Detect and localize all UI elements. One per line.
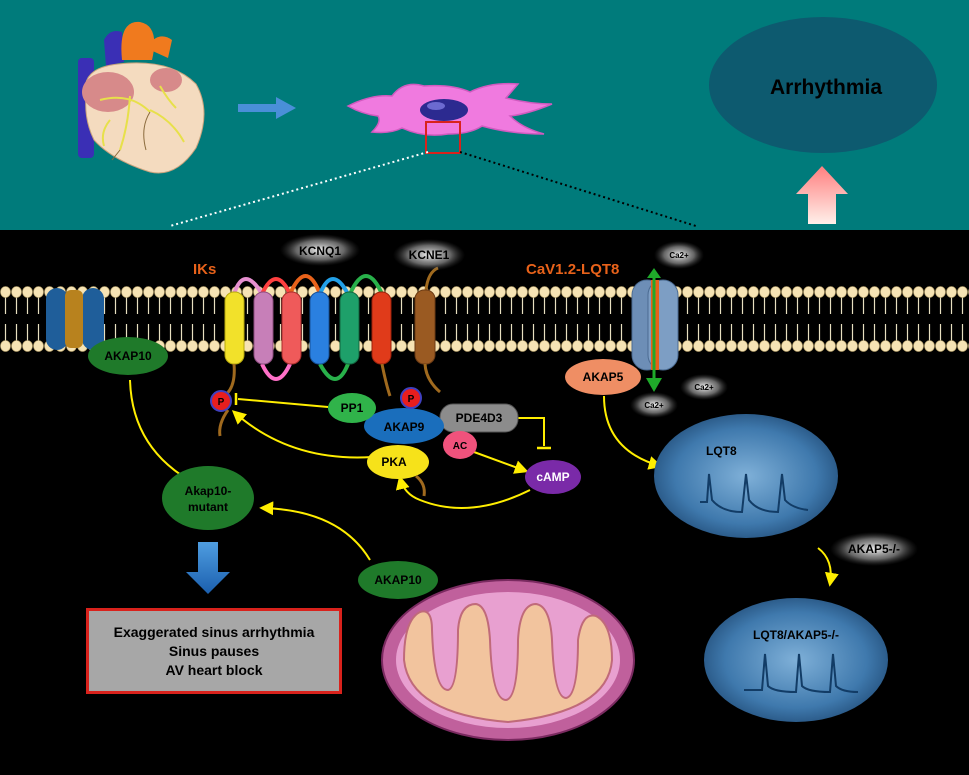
mitochondrion bbox=[381, 579, 635, 741]
outcome-av-block: AV heart block bbox=[165, 661, 263, 678]
iks-label: IKs bbox=[193, 261, 216, 278]
akap10-mitochondrial bbox=[358, 561, 438, 599]
phospho-site-iks bbox=[210, 390, 232, 412]
kcne1-label: KCNE1 bbox=[409, 248, 450, 262]
calcium-label-right: Ca2+ bbox=[694, 383, 714, 392]
progression-arrow bbox=[238, 97, 296, 119]
lqt8-knockout-label: LQT8/AKAP5-/- bbox=[753, 628, 839, 642]
label-glows bbox=[280, 234, 918, 566]
arrhythmia-ellipse bbox=[709, 17, 937, 153]
arrhythmia-label: Arrhythmia bbox=[770, 76, 882, 99]
camp-label: cAMP bbox=[536, 470, 569, 484]
outcome-sinus-pauses: Sinus pauses bbox=[168, 642, 260, 659]
phospho-site-kcne1 bbox=[400, 387, 422, 409]
clinical-outcomes-box: Exaggerated sinus arrhythmia Sinus pause… bbox=[86, 608, 342, 694]
outcome-sinus-arrhythmia: Exaggerated sinus arrhythmia bbox=[113, 623, 315, 640]
lqt8-trace bbox=[700, 473, 809, 514]
zoom-line-right bbox=[459, 151, 697, 227]
akap5-label: AKAP5 bbox=[583, 370, 624, 384]
cav-channel bbox=[631, 268, 679, 392]
akap10-mutant bbox=[162, 466, 254, 530]
cav-label: CaV1.2-LQT8 bbox=[526, 261, 619, 278]
membrane-channel-left bbox=[46, 288, 104, 350]
upward-arrow bbox=[796, 166, 848, 224]
akap9-label: AKAP9 bbox=[384, 420, 425, 434]
lqt8-ellipse bbox=[654, 414, 838, 538]
akap10-mutant-label-line2: mutant bbox=[188, 500, 228, 514]
akap10-membrane-label: AKAP10 bbox=[104, 349, 152, 363]
lqt8-label: LQT8 bbox=[706, 444, 737, 458]
lqt8-knockout-ellipse bbox=[704, 598, 888, 722]
camp-molecule bbox=[525, 460, 581, 494]
akap10-membrane bbox=[88, 337, 168, 375]
calcium-label-bottom: Ca2+ bbox=[644, 401, 664, 410]
phospho-label-iks: P bbox=[218, 397, 225, 408]
akap10-mutant-label-line1: Akap10- bbox=[185, 484, 232, 498]
pka-label: PKA bbox=[381, 455, 407, 469]
iks-channel bbox=[218, 274, 392, 437]
ac-label: AC bbox=[453, 441, 467, 452]
heart-icon bbox=[78, 21, 205, 174]
pp1-protein bbox=[328, 393, 376, 423]
cell-membrane bbox=[0, 286, 969, 352]
phospho-label-kcne1: P bbox=[408, 394, 415, 405]
akap5-protein bbox=[565, 359, 641, 395]
pde4d3-label: PDE4D3 bbox=[456, 411, 503, 425]
calcium-label-top: Ca2+ bbox=[669, 251, 689, 260]
akap9-complex bbox=[364, 403, 519, 497]
kcnq1-label: KCNQ1 bbox=[299, 244, 341, 258]
downward-arrow bbox=[186, 542, 230, 594]
cardiomyocyte-cell bbox=[346, 82, 553, 154]
akap10-mito-label: AKAP10 bbox=[374, 573, 422, 587]
akap5-knockout-label: AKAP5-/- bbox=[848, 542, 900, 556]
lqt8-knockout-trace bbox=[744, 653, 859, 694]
pp1-label: PP1 bbox=[341, 401, 364, 415]
